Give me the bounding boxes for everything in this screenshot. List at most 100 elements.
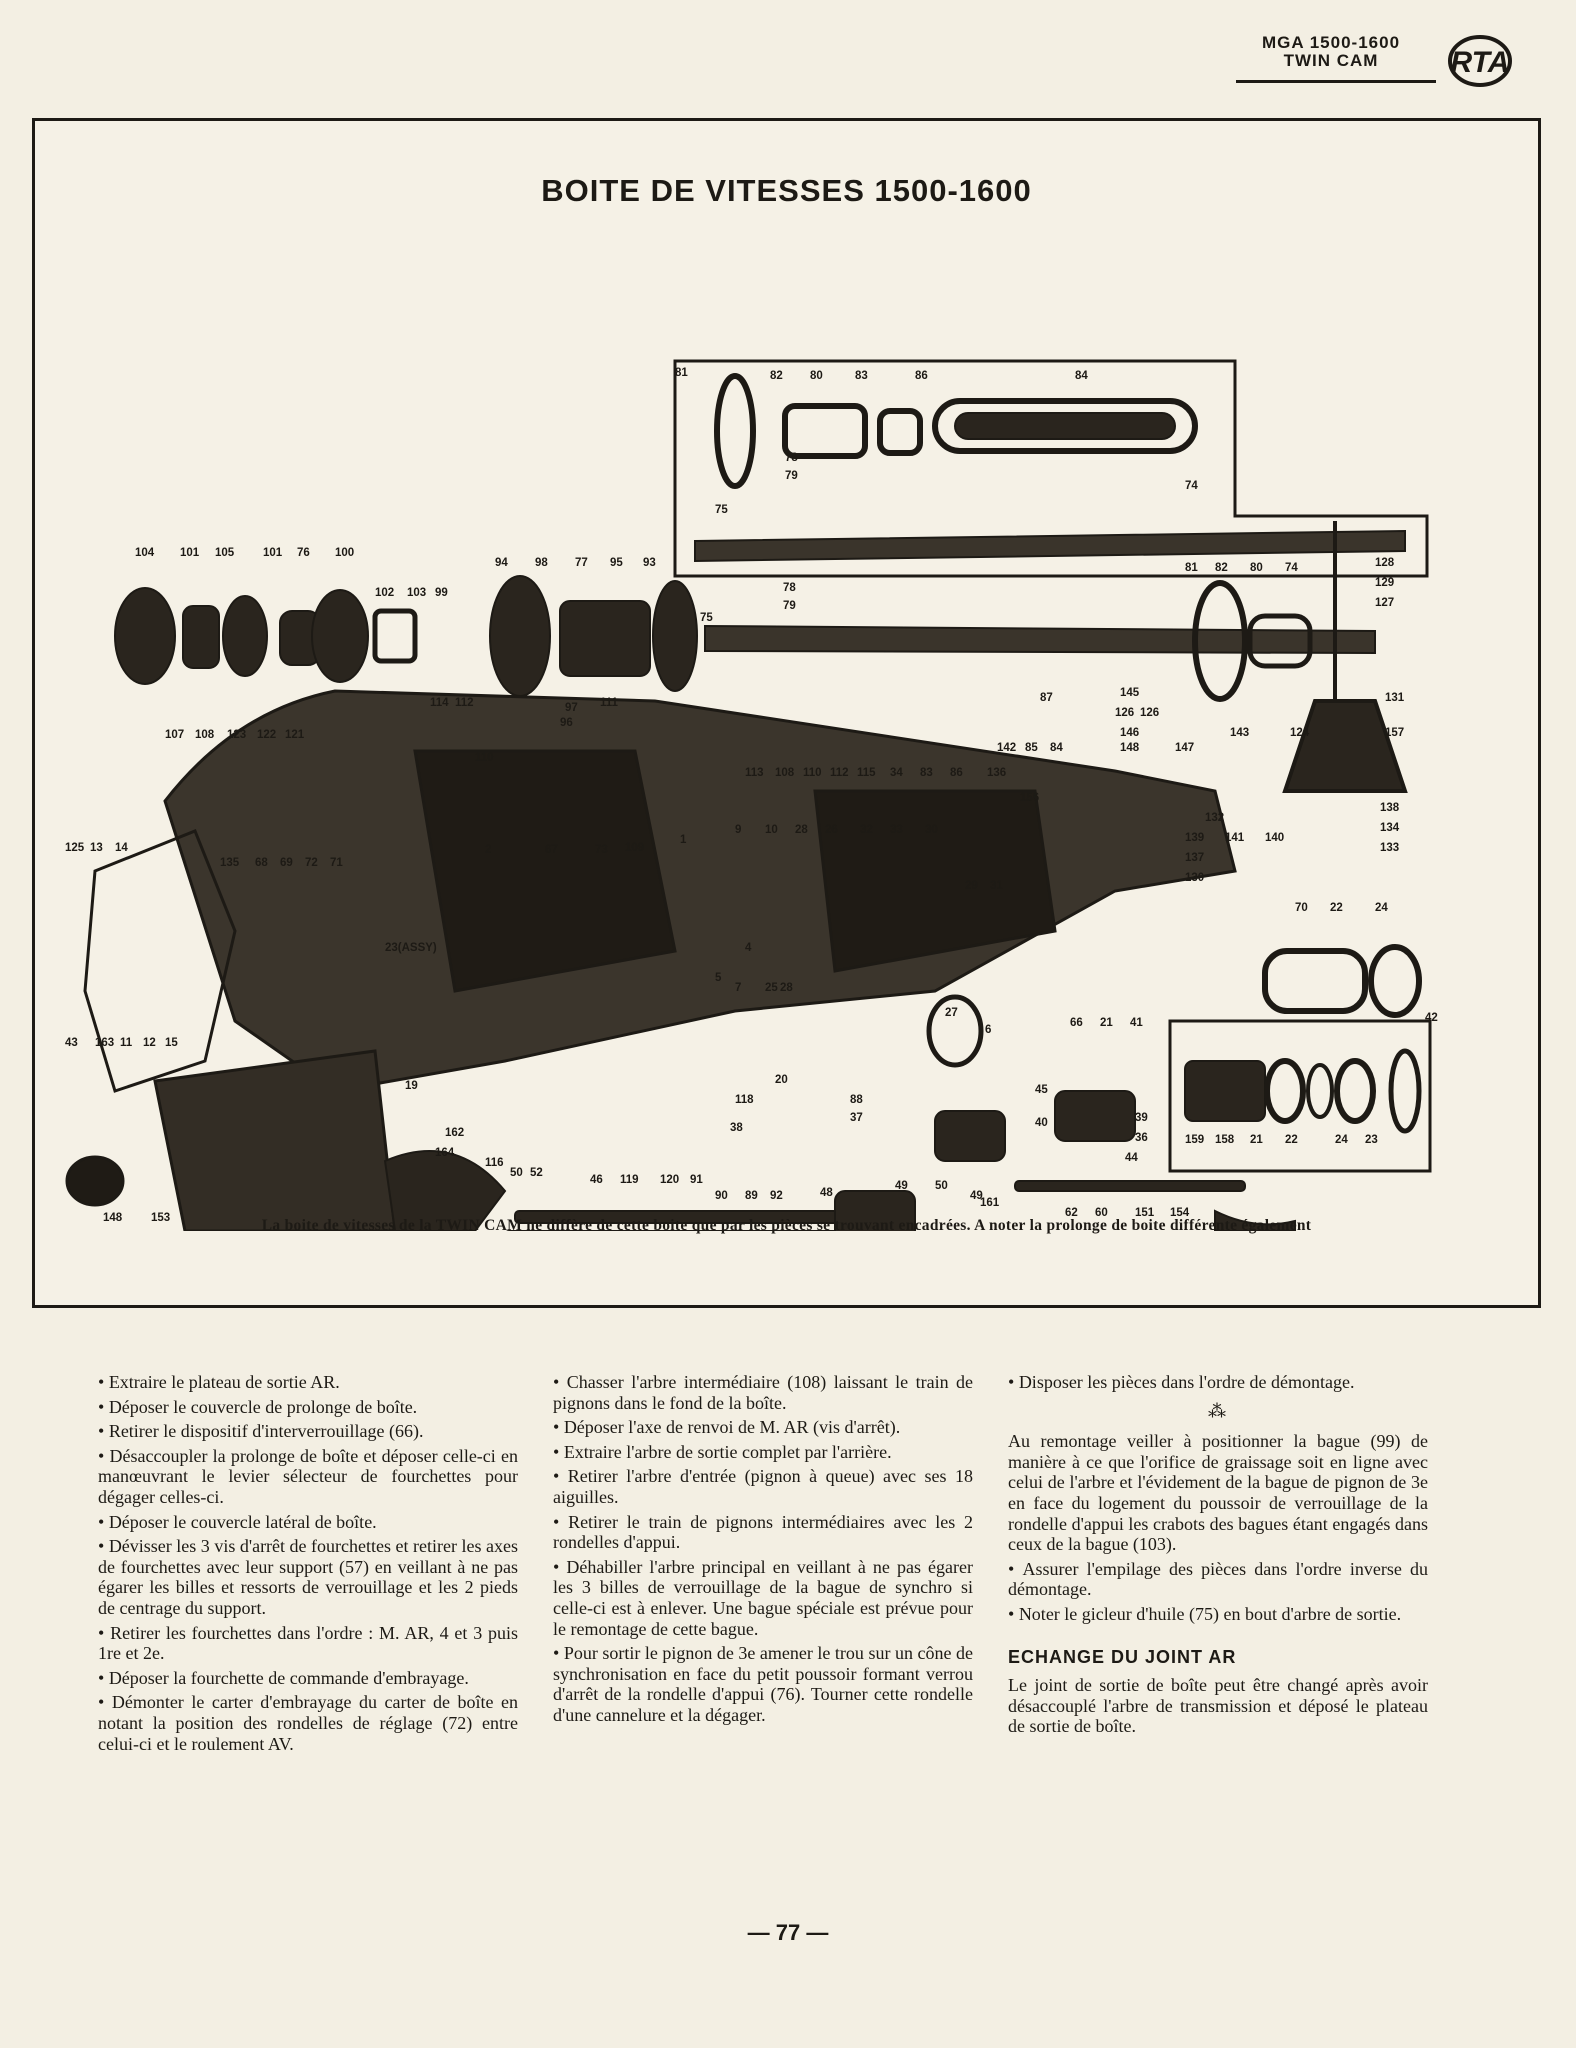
part-number-label: 21	[1250, 1134, 1263, 1146]
part-number-label: 115	[857, 767, 876, 779]
part-number-label: 70	[1295, 902, 1308, 914]
part-number-label: 48	[820, 1187, 833, 1199]
part-number-label: 38	[730, 1122, 743, 1134]
part-number-label: 52	[530, 1167, 543, 1179]
instruction-step: Pour sortir le pignon de 3e amener le tr…	[553, 1643, 973, 1725]
part-number-label: 1	[680, 834, 687, 846]
part-number-label: 86	[950, 767, 963, 779]
part-number-label: 122	[257, 729, 276, 741]
part-number-label: 49	[895, 1180, 908, 1192]
part-number-label: 28	[795, 824, 808, 836]
instruction-step: Retirer l'arbre d'entrée (pignon à queue…	[553, 1466, 973, 1507]
part-number-label: 34	[890, 767, 903, 779]
part-number-label: 22	[1330, 902, 1343, 914]
part-number-label: 19	[405, 1080, 418, 1092]
part-number-label: 74	[1285, 562, 1298, 574]
part-number-label: 74	[1185, 480, 1198, 492]
part-number-label: 101	[180, 547, 200, 559]
part-number-label: 45	[1035, 1084, 1048, 1096]
part-number-label: 110	[803, 767, 822, 779]
part-number-label: 151	[1135, 1207, 1155, 1219]
exploded-view-figure: BOITE DE VITESSES 1500-1600	[32, 118, 1541, 1308]
part-number-label: 124	[1290, 727, 1310, 739]
part-number-label: 26	[825, 824, 838, 836]
page-number: — 77 —	[747, 1920, 829, 1945]
part-number-label: 25	[765, 982, 778, 994]
instruction-step: Déhabiller l'arbre principal en veillant…	[553, 1557, 973, 1639]
part-number-label: 112	[455, 697, 474, 709]
part-number-label: 24	[1335, 1134, 1348, 1146]
part-number-label: 162	[445, 1127, 464, 1139]
part-number-label: 128	[1375, 557, 1395, 569]
part-number-label: 78	[785, 452, 798, 464]
part-number-label: 126	[1115, 707, 1134, 719]
part-number-label: 30	[925, 824, 938, 836]
part-number-label: 121	[285, 729, 305, 741]
part-number-label: 67	[545, 844, 558, 856]
part-number-label: 77	[575, 557, 588, 569]
part-number-label: 44	[1125, 1152, 1138, 1164]
part-number-label: 99	[435, 587, 448, 599]
part-number-label: 72	[305, 857, 318, 869]
part-number-label: 5	[715, 972, 722, 984]
instruction-step: Déposer la fourchette de commande d'embr…	[98, 1668, 518, 1689]
part-number-label: 76	[297, 547, 310, 559]
part-number-label: 33	[890, 824, 903, 836]
part-number-label: 41	[1130, 1017, 1143, 1029]
column-3: Disposer les pièces dans l'ordre de démo…	[1008, 1372, 1428, 1741]
part-number-label: 36	[1135, 1132, 1148, 1144]
part-number-label: 107	[165, 729, 184, 741]
part-number-label: 79	[783, 600, 796, 612]
part-number-label: 132	[1205, 812, 1224, 824]
part-number-label: 46	[590, 1174, 603, 1186]
part-number-label: 22	[1285, 1134, 1298, 1146]
part-number-label: 91	[690, 1174, 703, 1186]
part-number-label: 37	[850, 1112, 863, 1124]
part-number-label: 93	[643, 557, 656, 569]
part-number-label: 69	[280, 857, 293, 869]
part-number-label: 140	[1265, 832, 1284, 844]
instruction-step: Extraire le plateau de sortie AR.	[98, 1372, 518, 1393]
instruction-step: Retirer les fourchettes dans l'ordre : M…	[98, 1623, 518, 1664]
part-number-label: 120	[660, 1174, 679, 1186]
part-number-label: 23(ASSY)	[385, 942, 437, 954]
part-number-label: 43	[65, 1037, 78, 1049]
model-title: MGA 1500-1600 TWIN CAM	[1236, 34, 1426, 70]
instruction-step: Déposer le couvercle de prolonge de boît…	[98, 1397, 518, 1418]
part-number-label: 141	[1225, 832, 1245, 844]
part-number-label: 39	[1135, 1112, 1148, 1124]
part-number-label: 100	[335, 547, 354, 559]
instruction-step: Chasser l'arbre intermédiaire (108) lais…	[553, 1372, 973, 1413]
part-number-label: 92	[770, 1190, 783, 1202]
part-number-label: 32	[860, 824, 873, 836]
part-number-label: 75	[715, 504, 728, 516]
part-number-label: 163	[95, 1037, 114, 1049]
running-header: MGA 1500-1600 TWIN CAM RTA	[1236, 30, 1516, 90]
part-number-label: 2	[485, 844, 491, 856]
instruction-text: Extraire le plateau de sortie AR. Déposer…	[98, 1372, 1428, 1892]
part-number-label: 94	[495, 557, 508, 569]
part-number-label: 103	[407, 587, 426, 599]
instruction-step: Déposer le couvercle latéral de boîte.	[98, 1512, 518, 1533]
part-number-label: 138	[1380, 802, 1400, 814]
part-number-label: 97	[565, 702, 578, 714]
part-number-label: 49	[970, 1190, 983, 1202]
part-number-label: 10	[765, 824, 778, 836]
figure-caption: La boite de vitesses de la TWIN CAM ne d…	[261, 1217, 1312, 1234]
part-number-label: 62	[1065, 1207, 1078, 1219]
part-number-label: 24	[1375, 902, 1388, 914]
part-number-label: 28	[780, 982, 793, 994]
part-number-label: 130	[1185, 872, 1204, 884]
part-number-label: 139	[1185, 832, 1204, 844]
part-number-label: 50	[935, 1180, 948, 1192]
part-number-label: 157	[1385, 727, 1404, 739]
part-number-label: 85	[1025, 742, 1038, 754]
part-number-label: 60	[1095, 1207, 1108, 1219]
part-number-label: 88	[850, 1094, 863, 1106]
instruction-step: Assurer l'empilage des pièces dans l'ord…	[1008, 1559, 1428, 1600]
instruction-step: Disposer les pièces dans l'ordre de démo…	[1008, 1372, 1428, 1393]
part-number-label: 105	[215, 547, 235, 559]
part-number-label: 125	[65, 842, 85, 854]
part-number-label: 75	[700, 612, 713, 624]
part-number-label: 4	[745, 942, 752, 954]
